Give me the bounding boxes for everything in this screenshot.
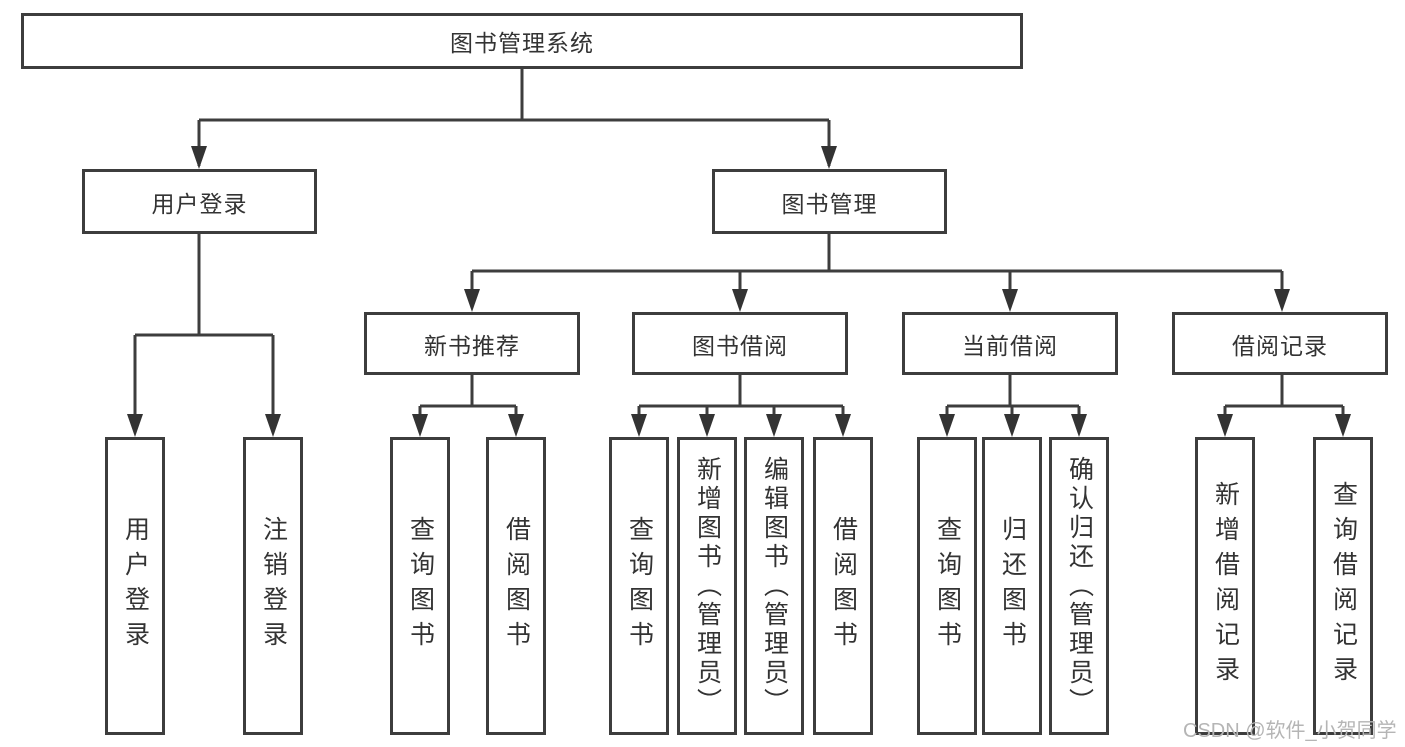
leaf-borrow-edit-books-admin: 编辑图书（管理员） [744, 437, 804, 735]
connector-user-login-to-leaves [133, 234, 275, 433]
connector-new-book-to-leaves [418, 375, 518, 433]
leaf-borrow-borrow-books: 借阅图书 [813, 437, 873, 735]
node-current-borrowing: 当前借阅 [902, 312, 1118, 375]
leaf-label: 查询图书 [406, 516, 435, 656]
leaf-borrow-add-books-admin: 新增图书（管理员） [677, 437, 737, 735]
node-root: 图书管理系统 [21, 13, 1023, 69]
leaf-user-login: 用户登录 [105, 437, 165, 735]
connector-borrow-records-to-leaves [1223, 375, 1345, 433]
connector-book-borrow-to-leaves [637, 375, 845, 433]
leaf-label: 借阅图书 [829, 516, 858, 656]
node-book-management: 图书管理 [712, 169, 947, 234]
leaf-current-query-books: 查询图书 [917, 437, 977, 735]
connector-current-borrow-to-leaves [945, 375, 1081, 433]
leaf-label: 借阅图书 [502, 516, 531, 656]
leaf-recommend-query-books: 查询图书 [390, 437, 450, 735]
node-user-login: 用户登录 [82, 169, 317, 234]
node-book-borrowing: 图书借阅 [632, 312, 848, 375]
leaf-recommend-borrow-books: 借阅图书 [486, 437, 546, 735]
leaf-label: 用户登录 [121, 516, 150, 656]
connector-root-to-level2 [197, 69, 831, 166]
leaf-records-query-record: 查询借阅记录 [1313, 437, 1373, 735]
leaf-current-return-books: 归还图书 [982, 437, 1042, 735]
leaf-label: 查询借阅记录 [1329, 481, 1358, 691]
leaf-label: 查询图书 [625, 516, 654, 656]
leaf-label: 编辑图书（管理员） [760, 455, 789, 717]
node-new-book-recommendation: 新书推荐 [364, 312, 580, 375]
connector-book-management-to-level3 [470, 234, 1284, 308]
watermark: CSDN @软件_小贺同学 [1183, 720, 1397, 742]
leaf-label: 注销登录 [259, 516, 288, 656]
leaf-label: 归还图书 [998, 516, 1027, 656]
leaf-label: 查询图书 [933, 516, 962, 656]
leaf-records-add-record: 新增借阅记录 [1195, 437, 1255, 735]
leaf-label: 新增图书（管理员） [693, 455, 722, 717]
leaf-current-confirm-return-admin: 确认归还（管理员） [1049, 437, 1109, 735]
node-borrowing-records: 借阅记录 [1172, 312, 1388, 375]
leaf-logout: 注销登录 [243, 437, 303, 735]
leaf-label: 确认归还（管理员） [1065, 455, 1094, 717]
leaf-label: 新增借阅记录 [1211, 481, 1240, 691]
leaf-borrow-query-books: 查询图书 [609, 437, 669, 735]
